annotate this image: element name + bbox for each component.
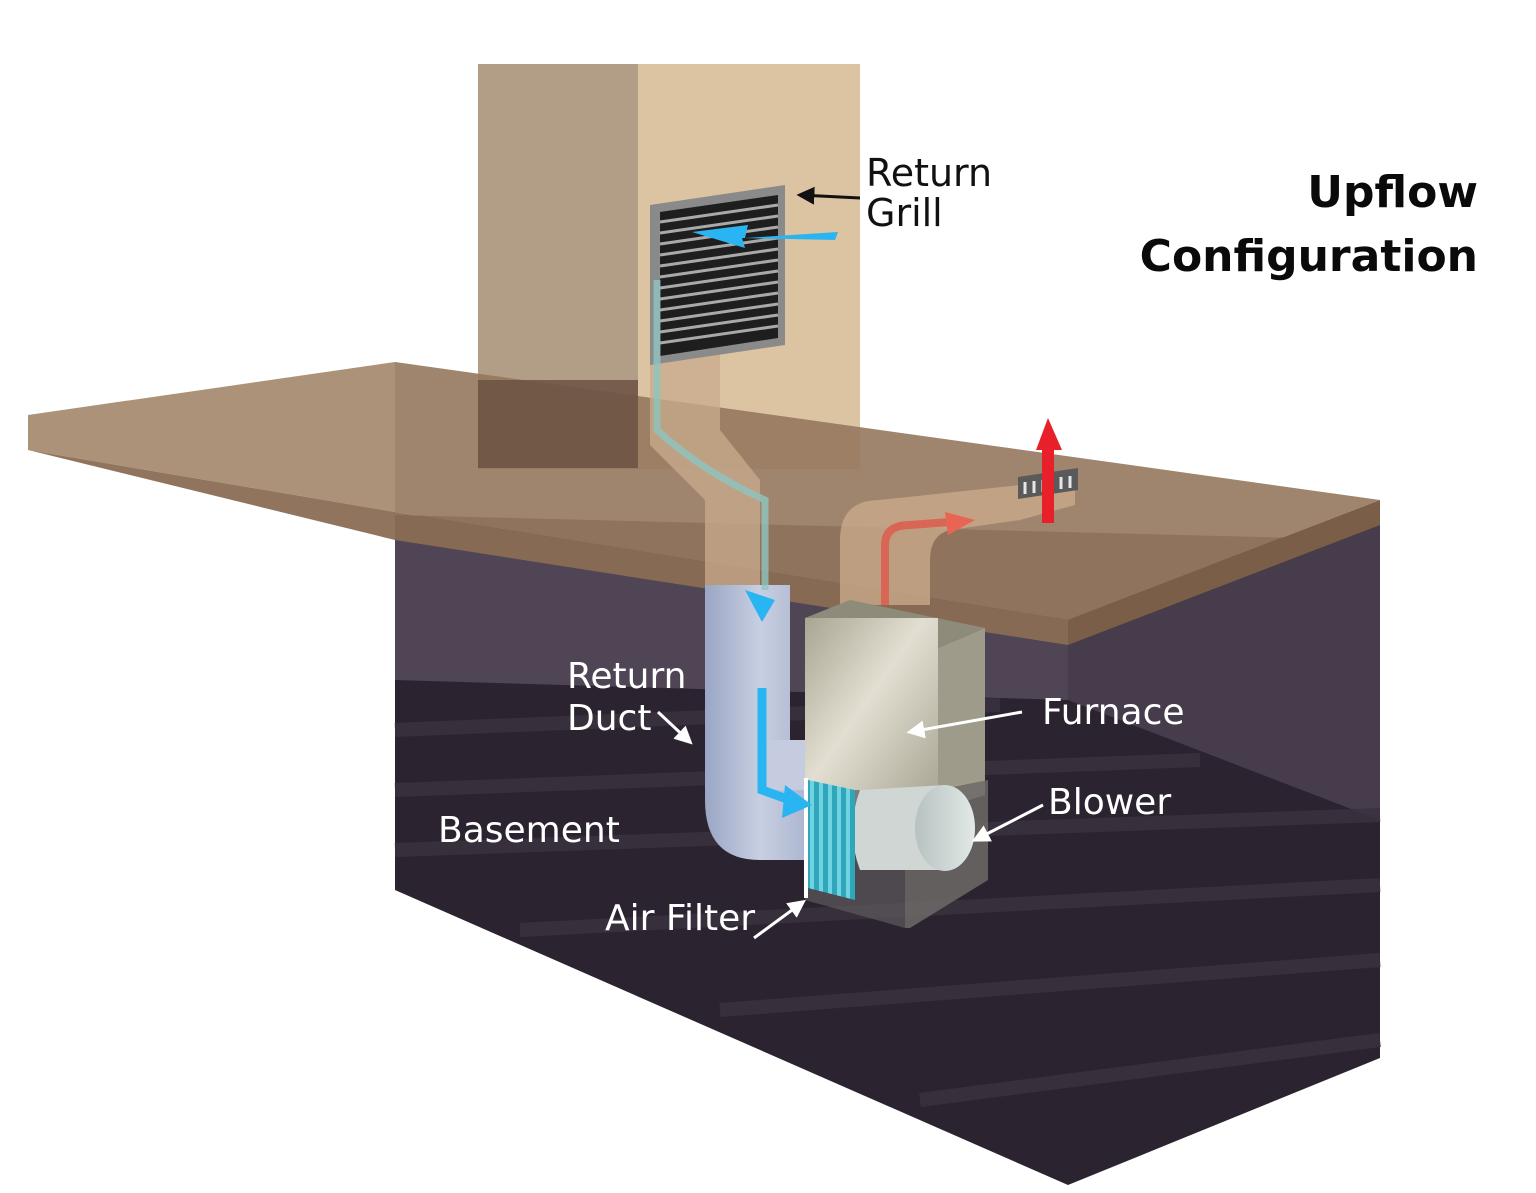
floor-front-edge (28, 415, 1068, 645)
floor-slab (28, 362, 1380, 645)
return-duct-label-line-2: Duct (567, 698, 651, 739)
return-air-path-in-duct (653, 280, 769, 590)
return-grill-label-line-2: Grill (866, 191, 943, 235)
supply-air-path (881, 518, 951, 605)
furnace-front (805, 618, 938, 808)
wall-bottom-in-floor (478, 380, 638, 468)
title-line-1: Upflow (1307, 167, 1478, 218)
basement-floor (395, 680, 1380, 1185)
label-pointers (656, 186, 1044, 940)
blower (852, 785, 975, 871)
supply-air-flow (881, 418, 1062, 605)
basement-label: Basement (438, 810, 620, 851)
supply-air-arrow-duct (945, 512, 975, 535)
return-air-flow (653, 225, 838, 818)
basement-room (394, 505, 1381, 1185)
air-filter-pointer (753, 899, 806, 940)
return-grill-label-line-1: Return (866, 151, 992, 195)
supply-duct-body (840, 470, 1075, 605)
return-grill (650, 185, 785, 365)
air-filter (804, 778, 855, 900)
furnace-pointer (906, 710, 1023, 739)
furnace-label: Furnace (1042, 692, 1185, 733)
supply-air-arrow-up (1036, 418, 1062, 450)
air-filter-label: Air Filter (605, 898, 755, 939)
floor-top-left (28, 362, 395, 512)
return-air-arrow-filter (782, 785, 812, 818)
return-duct-pointer (656, 710, 693, 745)
grill-slats (659, 203, 779, 345)
title-line-2: Configuration (1140, 231, 1478, 282)
blower-pointer (971, 803, 1044, 842)
floor-top-main (395, 362, 1380, 620)
return-air-arrow-down (745, 590, 775, 622)
supply-air-shaft-up (1042, 445, 1054, 523)
return-air-arrow-grill (692, 225, 838, 248)
furnace-side (938, 628, 985, 810)
return-air-path-lower (757, 688, 792, 805)
return-grill-pointer (796, 186, 861, 205)
blower-face (915, 785, 975, 871)
blower-label: Blower (1048, 782, 1171, 823)
floor-right-edge (1068, 500, 1380, 645)
return-duct-label-line-1: Return (567, 656, 686, 697)
return-duct-elbow (760, 740, 810, 790)
